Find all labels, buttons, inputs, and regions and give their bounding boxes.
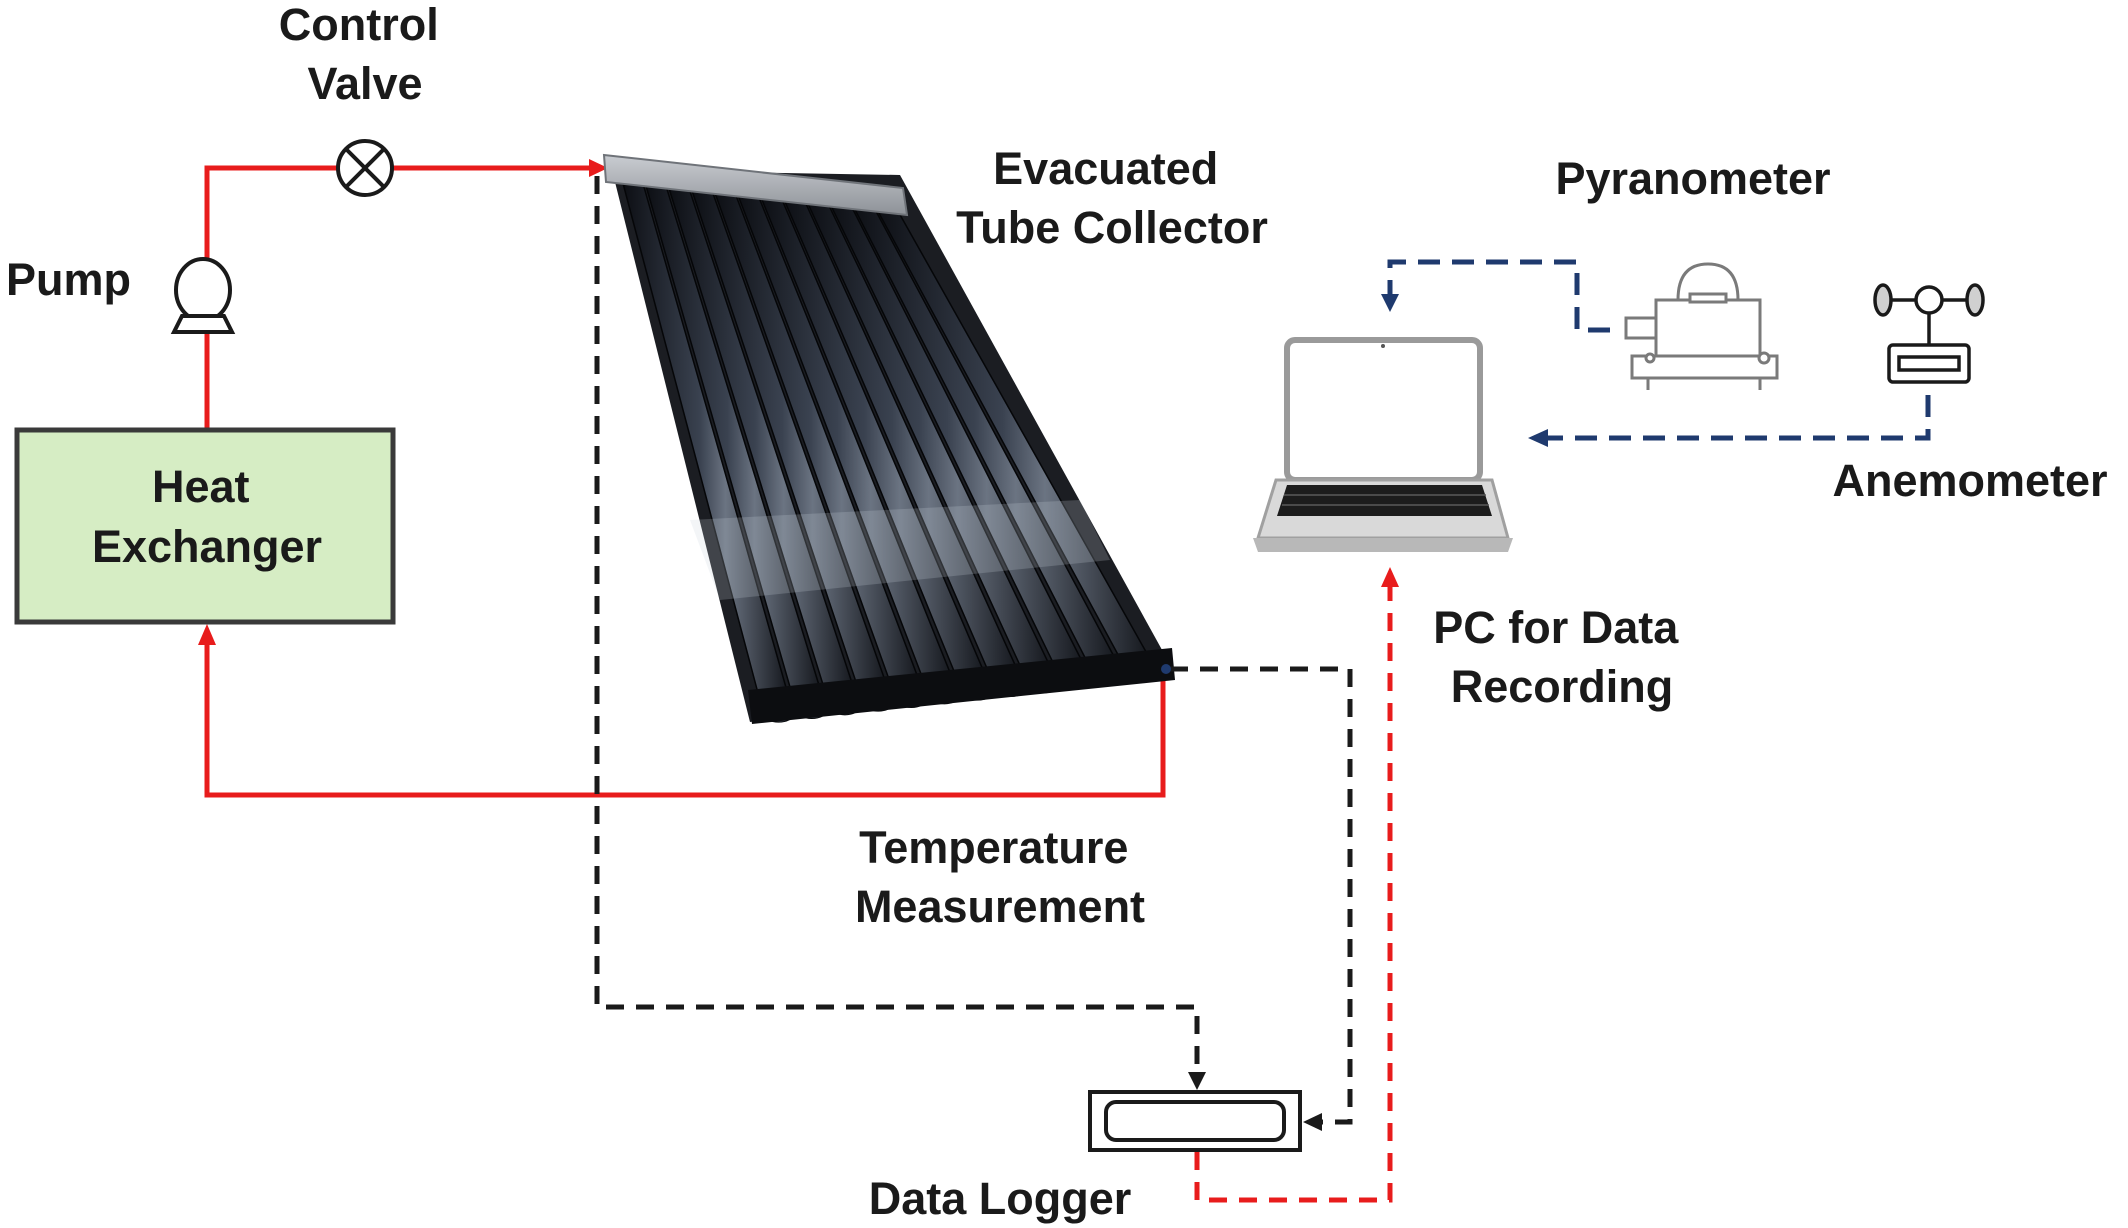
evacuated-tube-collector-icon [602,153,1175,724]
heat-exchanger-label: Heat Exchanger [92,461,322,572]
outlet-thermocouple-line [1170,666,1353,1125]
flow-line-top [204,165,338,430]
arrow-to-heat-exchanger [198,624,216,645]
anemometer-signal-line [1548,395,1931,441]
arrow-to-data-logger-side [1303,1113,1322,1131]
fluid-loop [198,159,1166,798]
pump-icon [170,257,236,334]
control-valve-label: Control Valve [279,0,451,109]
collector-tubes [622,184,1160,723]
pump-label: Pump [6,254,131,305]
thermocouple-lines [594,176,1353,1125]
outlet-sensor-dot [1161,664,1171,674]
data-logger-label: Data Logger [869,1173,1132,1224]
arrow-to-data-logger-top [1188,1072,1206,1090]
laptop-icon [1253,337,1513,552]
data-logger-icon [1088,1090,1302,1152]
anemometer-icon [1873,283,1985,384]
pyranometer-icon [1624,262,1779,390]
heat-exchanger-box [14,427,396,625]
weather-signal-lines [1387,259,1931,441]
pc-link-line [1194,587,1393,1203]
anemometer-label: Anemometer [1832,455,2107,506]
flow-line-return [204,645,1166,798]
pyranometer-label: Pyranometer [1555,153,1830,204]
temperature-measurement-label: Temperature Measurement [855,822,1145,932]
valve-icon [336,139,394,197]
arrow-to-collector [589,159,608,177]
arrow-pyranometer-to-pc [1381,294,1399,312]
arrow-anemometer-to-pc [1528,429,1548,447]
pyranometer-signal-line [1387,259,1610,333]
arrow-to-pc [1381,567,1399,587]
collector-label: Evacuated Tube Collector [956,143,1268,253]
pc-label: PC for Data Recording [1433,602,1691,712]
